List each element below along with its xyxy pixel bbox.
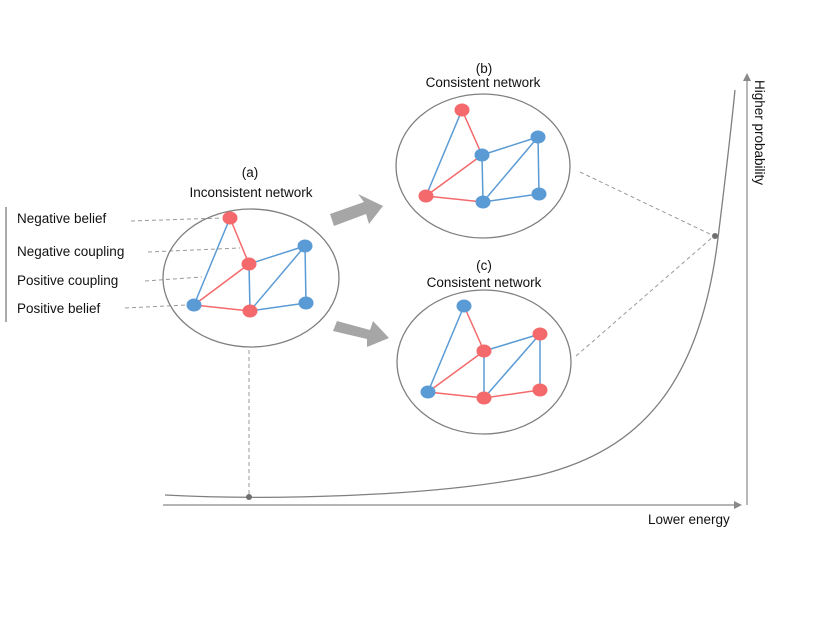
positive-coupling-edge [537, 136, 540, 195]
positive-coupling-edge [425, 109, 463, 197]
network-c-title: Consistent network [427, 275, 542, 290]
negative-belief-node [242, 304, 258, 318]
positive-belief-node [297, 239, 313, 253]
positive-coupling-edge [481, 154, 484, 203]
positive-coupling-edge [248, 263, 251, 312]
legend-positive-belief: Positive belief [17, 301, 101, 316]
y-axis-arrowhead [743, 73, 751, 81]
x-axis-label: Lower energy [648, 512, 730, 527]
network-c-tag: (c) [476, 258, 492, 273]
right-arrow-icon [333, 321, 389, 347]
positive-belief-node [531, 187, 547, 201]
legend-leader-lines [124, 217, 241, 309]
x-axis-arrowhead [734, 501, 742, 509]
guide-b-to-curve [579, 171, 715, 237]
network-b-title: Consistent network [426, 75, 541, 90]
positive-coupling-edge [483, 333, 541, 352]
negative-coupling-edge [427, 350, 485, 393]
negative-belief-node [241, 257, 257, 271]
positive-belief-node [186, 298, 202, 312]
positive-coupling-edge [482, 136, 539, 203]
positive-coupling-edge [193, 217, 231, 306]
guide-lines [248, 171, 715, 496]
curve-point-consistent [712, 233, 718, 239]
negative-coupling-edge [193, 304, 251, 312]
negative-coupling-edge [193, 263, 250, 306]
legend-negative-coupling: Negative coupling [17, 244, 124, 259]
negative-belief-node [532, 383, 548, 397]
positive-coupling-edge [249, 245, 306, 312]
negative-belief-node [476, 344, 492, 358]
negative-coupling-edge [425, 195, 484, 203]
negative-coupling-edge [427, 391, 485, 399]
negative-belief-node [454, 103, 470, 117]
negative-belief-node [418, 189, 434, 203]
network-c-ellipse [396, 289, 572, 435]
positive-belief-node [420, 385, 436, 399]
negative-belief-node [532, 327, 548, 341]
network-b-graph [418, 103, 547, 209]
positive-belief-node [456, 299, 472, 313]
negative-coupling-edge [229, 217, 250, 265]
positive-coupling-edge [249, 302, 307, 312]
network-a-tag: (a) [242, 165, 259, 180]
positive-belief-node [474, 148, 490, 162]
right-arrow-icon [330, 194, 383, 226]
positive-coupling-edge [481, 136, 539, 156]
legend-negative-belief: Negative belief [17, 211, 107, 226]
positive-belief-node [298, 296, 314, 310]
network-a-ellipse [162, 208, 340, 348]
positive-belief-node [475, 195, 491, 209]
leader-negative-coupling [147, 247, 241, 253]
negative-coupling-edge [425, 154, 483, 197]
positive-coupling-edge [304, 245, 307, 304]
positive-coupling-edge [483, 333, 541, 399]
leader-positive-coupling [144, 276, 203, 282]
positive-coupling-edge [248, 245, 306, 265]
positive-coupling-edge [482, 193, 540, 203]
probability-curve [164, 89, 736, 498]
curve-point-inconsistent [246, 494, 252, 500]
network-c-graph [420, 299, 548, 405]
y-axis-label: Higher probability [752, 80, 767, 185]
negative-belief-node [476, 391, 492, 405]
positive-coupling-edge [427, 305, 465, 393]
negative-coupling-edge [463, 305, 485, 352]
leader-positive-belief [124, 304, 188, 309]
guide-c-to-curve [575, 235, 715, 357]
leader-negative-belief [130, 217, 223, 222]
network-a-title: Inconsistent network [189, 185, 312, 200]
network-a-graph [186, 211, 314, 318]
network-b-ellipse [395, 93, 571, 239]
positive-belief-node [530, 130, 546, 144]
legend-positive-coupling: Positive coupling [17, 273, 118, 288]
network-b-tag: (b) [476, 61, 493, 76]
negative-coupling-edge [461, 109, 483, 156]
negative-belief-node [222, 211, 238, 225]
negative-coupling-edge [483, 389, 541, 399]
